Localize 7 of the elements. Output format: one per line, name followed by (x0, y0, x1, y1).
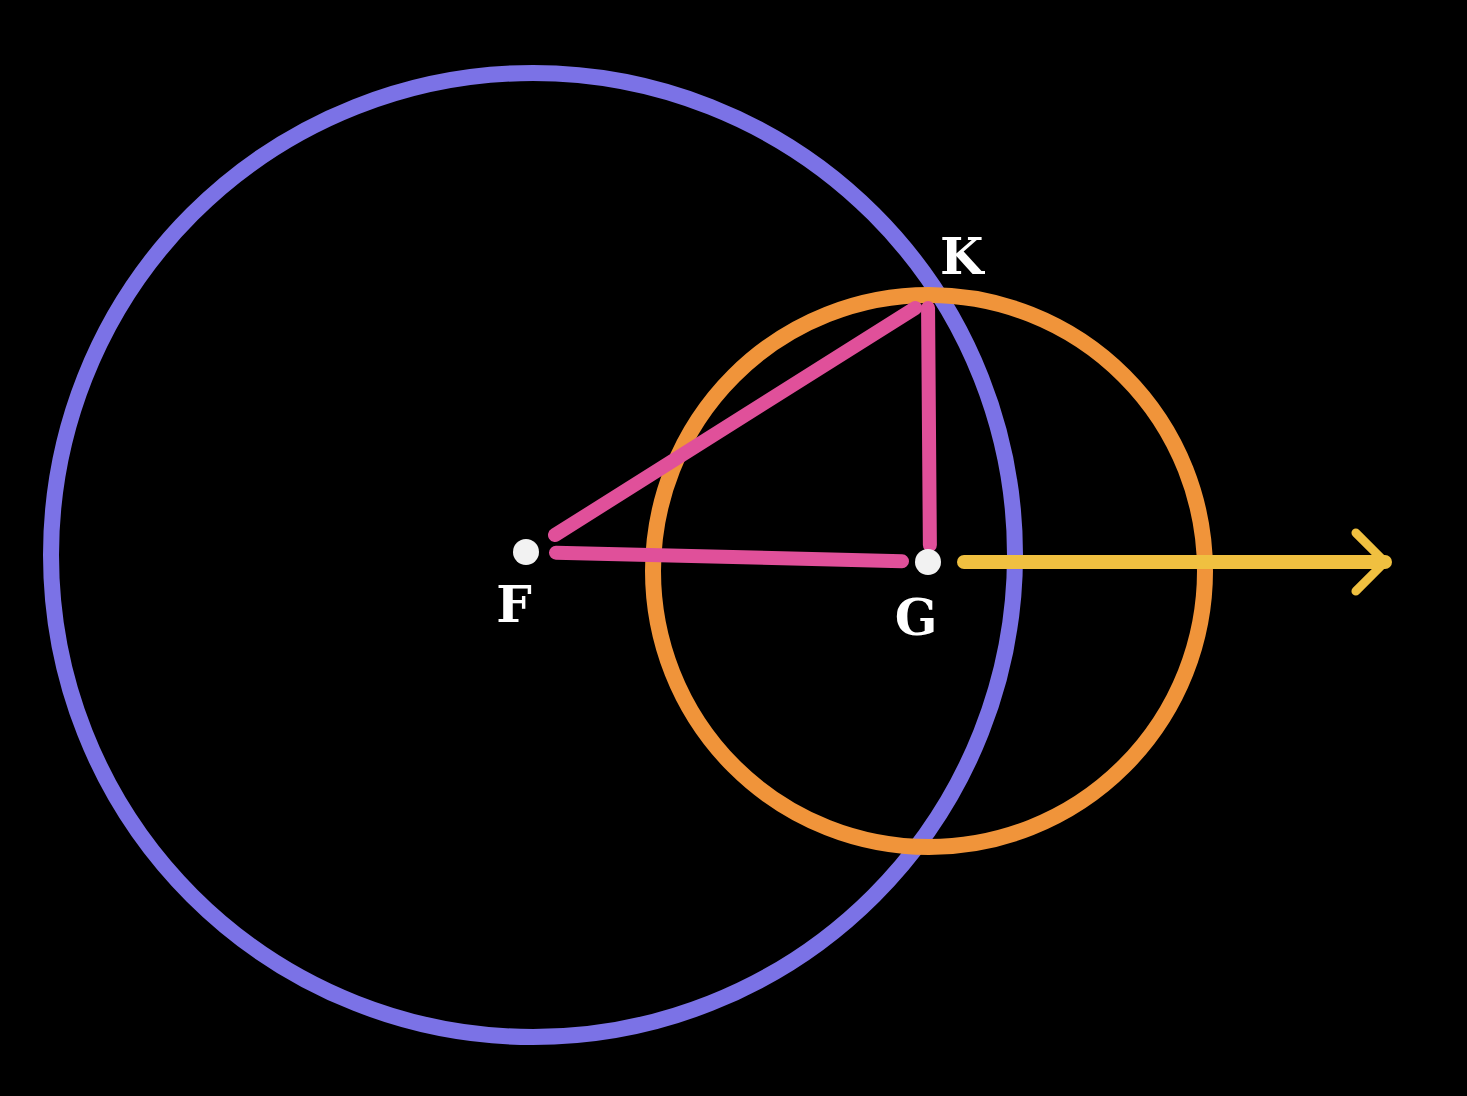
line-segment (548, 301, 923, 542)
point-label: F (496, 580, 532, 630)
line-segment (549, 545, 909, 569)
line-segment (921, 301, 937, 552)
point-label: K (940, 232, 984, 282)
point-label: G (894, 593, 938, 643)
arrow (957, 528, 1392, 596)
